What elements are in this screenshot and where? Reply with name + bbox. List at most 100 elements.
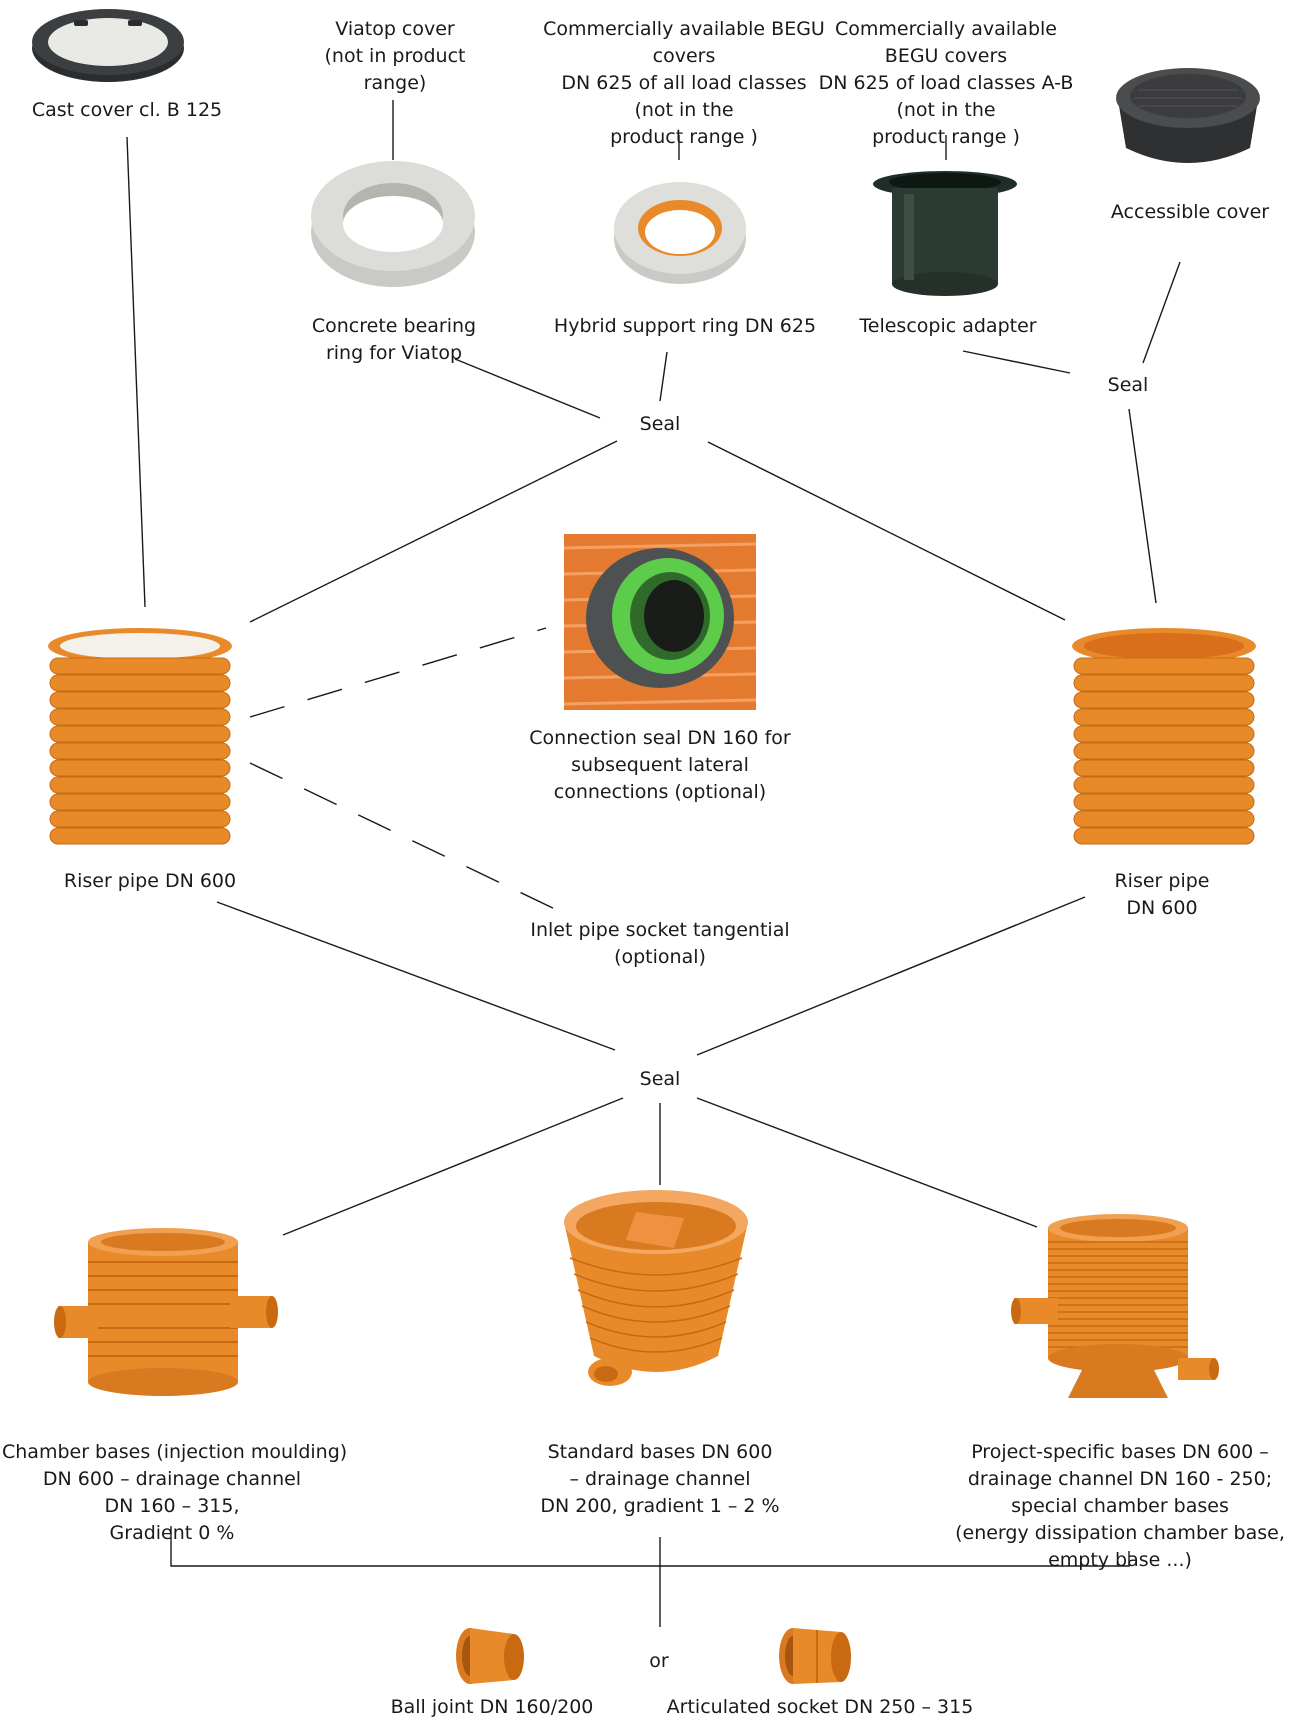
line-adapter-to-seal-right (962, 350, 1071, 374)
pipe-rib (49, 742, 231, 760)
line-accessible-cover-to-seal-right (1142, 261, 1181, 364)
label-line: product range ) (872, 126, 1020, 148)
ball-joint-label: Ball joint DN 160/200 (372, 1694, 612, 1721)
label-line: DN 160 – 315, (104, 1495, 240, 1517)
seal-upper-label: Seal (639, 413, 681, 435)
label-line: Chamber bases (injection moulding) (2, 1441, 348, 1463)
label-line: Telescopic adapter (859, 315, 1037, 337)
seal-right-label: Seal (1107, 374, 1149, 396)
line-cast-cover-to-riser (126, 136, 146, 608)
label-line: connections (optional) (553, 781, 767, 803)
pipe-rib (49, 827, 231, 845)
hybrid-support-ring-image (612, 174, 748, 286)
label-line: (not in the (634, 99, 734, 121)
label-line: Commercially available (835, 18, 1057, 40)
label-line: Ball joint DN 160/200 (390, 1696, 594, 1718)
label-line: empty base ...) (1048, 1549, 1192, 1571)
chamber-base-image (50, 1222, 280, 1412)
accessible-cover-label: Accessible cover (1102, 199, 1278, 226)
label-line: ring for Viatop (325, 342, 463, 364)
label-line: (not in product (324, 45, 466, 67)
pipe-rib (1073, 759, 1255, 777)
pipe-rib (1073, 742, 1255, 760)
label-line: (not in the (896, 99, 996, 121)
line-concrete-ring-to-seal (454, 358, 601, 419)
project-base-image (1008, 1208, 1228, 1418)
concrete-bearing-ring-image (308, 150, 478, 290)
label-line: (optional) (614, 946, 706, 968)
line-riser-right-to-seal-lower (696, 896, 1086, 1056)
pipe-rib (1073, 674, 1255, 692)
hybrid-ring-label: Hybrid support ring DN 625 (540, 313, 830, 340)
standard-base-image (556, 1188, 756, 1398)
telescopic-adapter-label: Telescopic adapter (838, 313, 1058, 340)
riser-pipe-left-image (40, 624, 240, 846)
begu-all-classes-label: Commercially available BEGU covers DN 625 … (540, 16, 828, 151)
label-line: product range ) (610, 126, 758, 148)
line-riser-to-connection-seal (249, 627, 547, 718)
ball-joint-image (452, 1622, 532, 1688)
pipe-rib (1073, 691, 1255, 709)
inlet-socket-label: Inlet pipe socket tangential (optional) (510, 917, 810, 971)
telescopic-adapter-image (870, 170, 1020, 300)
viatop-cover-label: Viatop cover (not in product range) (300, 16, 490, 97)
label-line: Inlet pipe socket tangential (530, 919, 790, 941)
line-hybrid-ring-to-seal (659, 351, 668, 402)
label-line: Gradient 0 % (109, 1522, 235, 1544)
label-line: range) (363, 72, 427, 94)
line-seal-upper-to-riser-right (707, 441, 1066, 621)
label-line: BEGU covers (884, 45, 1008, 67)
articulated-socket-image (775, 1622, 859, 1688)
pipe-rib (49, 674, 231, 692)
pipe-rib (49, 708, 231, 726)
label-line: DN 625 of all load classes (561, 72, 807, 94)
label-line: Commercially available BEGU (543, 18, 825, 40)
label-line: Accessible cover (1110, 201, 1270, 223)
pipe-rib (49, 810, 231, 828)
label-line: Standard bases DN 600 (547, 1441, 773, 1463)
label-line: special chamber bases (1011, 1495, 1229, 1517)
pipe-rib (49, 759, 231, 777)
label-line: DN 625 of load classes A-B (818, 72, 1074, 94)
pipe-rib (1073, 827, 1255, 845)
concrete-ring-label: Concrete bearing ring for Viatop (296, 313, 492, 367)
cast-cover-image (28, 4, 188, 84)
pipe-rib (49, 793, 231, 811)
accessible-cover-image (1108, 56, 1268, 176)
line-seal-lower-to-chamber-bases (282, 1097, 624, 1236)
project-bases-label: Project-specific bases DN 600 – drainage … (950, 1439, 1290, 1574)
line-seal-upper-to-riser-left (249, 440, 618, 623)
articulated-socket-label: Articulated socket DN 250 – 315 (660, 1694, 980, 1721)
riser-pipe-right-image (1064, 624, 1264, 846)
cast-cover-label: Cast cover cl. B 125 (8, 97, 246, 124)
pipe-rib (1073, 793, 1255, 811)
pipe-rib (1073, 725, 1255, 743)
label-line: Viatop cover (335, 18, 455, 40)
label-line: Cast cover cl. B 125 (31, 99, 223, 121)
label-line: (energy dissipation chamber base, (955, 1522, 1285, 1544)
label-line: Concrete bearing (311, 315, 477, 337)
pipe-rib (49, 657, 231, 675)
seal-lower-label: Seal (639, 1068, 681, 1090)
label-line: covers (652, 45, 716, 67)
label-line: Riser pipe (1114, 870, 1210, 892)
pipe-rib (1073, 708, 1255, 726)
pipe-rib (49, 776, 231, 794)
line-seal-right-to-riser-right (1128, 408, 1157, 604)
pipe-rib (49, 725, 231, 743)
label-line: Project-specific bases DN 600 – (971, 1441, 1269, 1463)
connection-seal-image (563, 534, 757, 710)
label-line: Riser pipe DN 600 (63, 870, 237, 892)
pipe-rib (1073, 657, 1255, 675)
pipe-rib (1073, 810, 1255, 828)
label-line: Connection seal DN 160 for (529, 727, 791, 749)
pipe-rib (1073, 776, 1255, 794)
chamber-bases-label: Chamber bases (injection moulding)DN 600… (2, 1439, 348, 1547)
label-line: drainage channel DN 160 - 250; (967, 1468, 1273, 1490)
riser-left-label: Riser pipe DN 600 (40, 868, 260, 895)
label-line: Articulated socket DN 250 – 315 (666, 1696, 974, 1718)
